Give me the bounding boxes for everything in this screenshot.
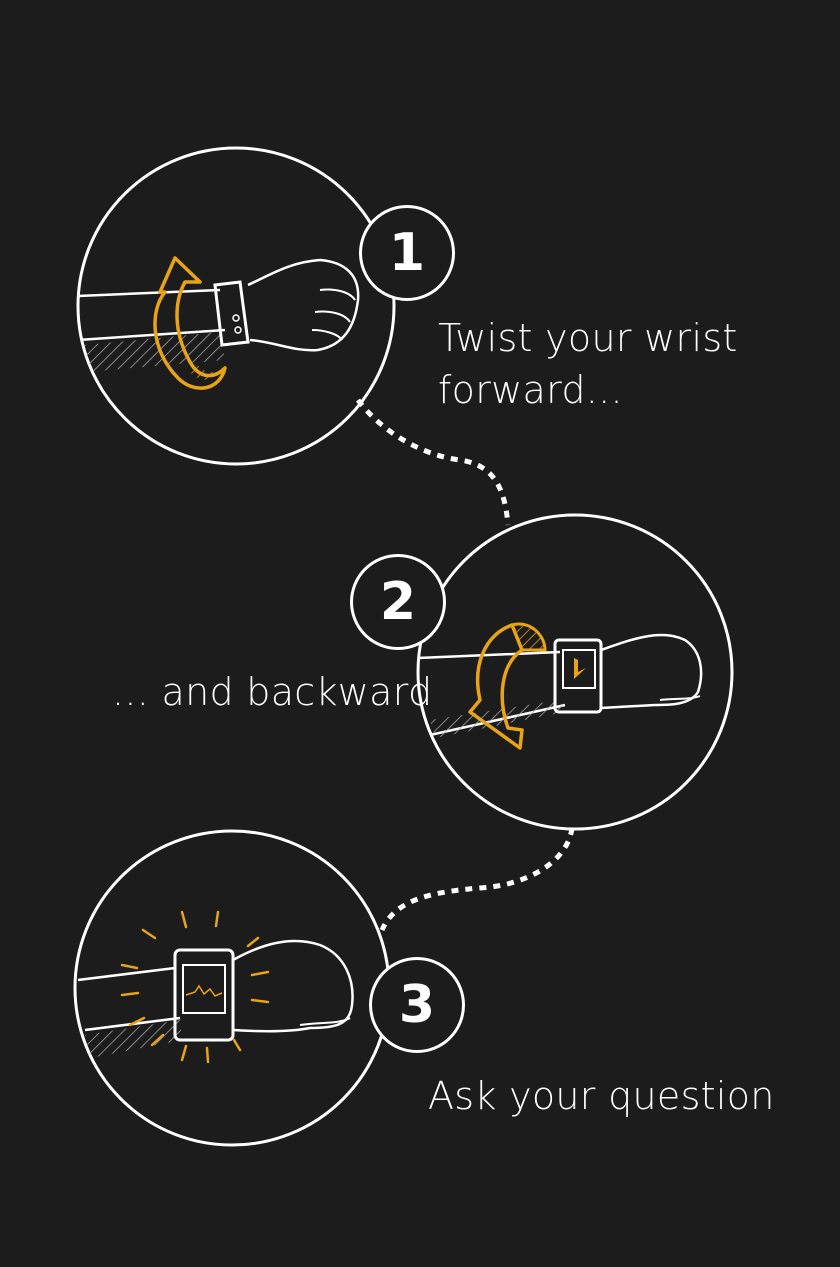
step-2-illustration <box>416 513 734 831</box>
step-1-caption-line-2: forward... <box>438 368 623 412</box>
voice-waveform-icon <box>185 984 223 997</box>
step-1-number: 1 <box>359 205 455 301</box>
bing-logo-icon <box>574 658 586 679</box>
connector-1-2 <box>355 398 511 526</box>
step-2-number: 2 <box>350 554 446 650</box>
step-2-caption: ... and backward <box>112 670 433 714</box>
connector-2-3 <box>379 827 575 932</box>
step-1-illustration <box>76 146 396 466</box>
step-3-illustration <box>73 829 391 1147</box>
step-3-caption: Ask your question <box>428 1074 775 1118</box>
step-1-caption-line-1: Twist your wrist <box>438 316 738 360</box>
step-3-number: 3 <box>369 957 465 1053</box>
